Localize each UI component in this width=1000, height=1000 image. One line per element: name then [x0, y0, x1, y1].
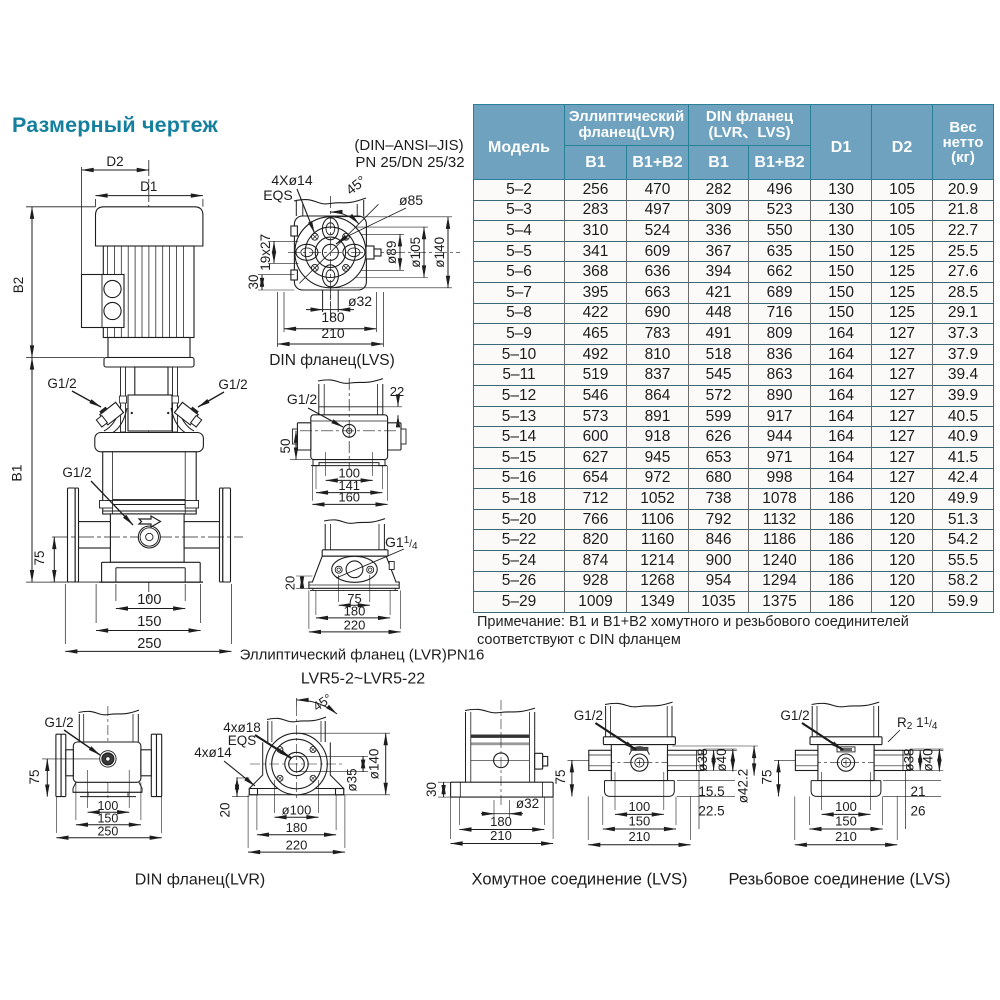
svg-text:50: 50 — [278, 438, 293, 453]
svg-text:100: 100 — [338, 466, 360, 481]
svg-text:DIN фланец(LVR): DIN фланец(LVR) — [135, 872, 266, 889]
svg-text:75: 75 — [760, 769, 775, 784]
svg-text:22: 22 — [390, 384, 404, 399]
svg-text:ø40: ø40 — [714, 748, 729, 771]
svg-text:B1: B1 — [9, 464, 25, 481]
svg-text:G1/2: G1/2 — [62, 465, 91, 480]
svg-text:ø140: ø140 — [367, 749, 382, 780]
svg-text:220: 220 — [286, 838, 308, 853]
svg-text:19x27: 19x27 — [258, 234, 273, 271]
svg-text:EQS: EQS — [228, 733, 257, 748]
svg-text:ø38: ø38 — [901, 748, 916, 771]
svg-text:180: 180 — [286, 820, 308, 835]
svg-text:100: 100 — [97, 799, 118, 813]
svg-text:45°: 45° — [343, 172, 370, 198]
svg-text:75: 75 — [27, 769, 42, 784]
svg-text:30: 30 — [246, 274, 261, 289]
svg-text:D2: D2 — [106, 154, 123, 169]
svg-text:141: 141 — [338, 478, 360, 493]
svg-text:ø40: ø40 — [921, 748, 936, 771]
svg-text:B2: B2 — [11, 277, 26, 294]
svg-text:210: 210 — [321, 325, 345, 341]
svg-text:Эллиптический фланец (LVR)PN16: Эллиптический фланец (LVR)PN16 — [240, 647, 485, 664]
svg-text:21: 21 — [910, 784, 925, 799]
svg-text:30: 30 — [424, 782, 439, 797]
svg-text:45°: 45° — [310, 691, 335, 715]
svg-text:G1/2: G1/2 — [47, 376, 76, 391]
svg-text:20: 20 — [283, 576, 298, 590]
svg-text:4xø14: 4xø14 — [194, 745, 232, 760]
svg-text:210: 210 — [835, 829, 857, 844]
svg-text:180: 180 — [490, 814, 512, 829]
svg-text:210: 210 — [629, 829, 651, 844]
svg-text:150: 150 — [97, 812, 118, 826]
svg-text:160: 160 — [338, 490, 360, 505]
svg-text:Резьбовое соединение (LVS): Резьбовое соединение (LVS) — [728, 871, 950, 889]
svg-text:Хомутное соединение (LVS): Хомутное соединение (LVS) — [472, 871, 688, 889]
svg-text:ø140: ø140 — [432, 237, 447, 268]
svg-text:100: 100 — [629, 799, 651, 814]
svg-text:75: 75 — [347, 591, 361, 606]
svg-text:ø100: ø100 — [282, 803, 312, 818]
svg-text:ø32: ø32 — [516, 796, 539, 811]
svg-text:180: 180 — [321, 309, 345, 325]
svg-text:15.5: 15.5 — [698, 784, 724, 799]
svg-text:100: 100 — [137, 592, 161, 608]
svg-text:210: 210 — [490, 828, 512, 843]
svg-text:150: 150 — [629, 814, 651, 829]
svg-text:PN 25/DN 25/32: PN 25/DN 25/32 — [355, 154, 464, 171]
svg-text:G1/2: G1/2 — [780, 708, 809, 723]
svg-text:G11/4: G11/4 — [385, 534, 418, 552]
svg-text:G1/2: G1/2 — [287, 391, 318, 407]
svg-text:180: 180 — [344, 604, 366, 619]
svg-text:ø42.2: ø42.2 — [735, 769, 750, 804]
svg-text:ø105: ø105 — [408, 237, 423, 268]
svg-text:(DIN–ANSI–JIS): (DIN–ANSI–JIS) — [354, 137, 463, 154]
svg-text:22.5: 22.5 — [698, 804, 724, 819]
svg-text:EQS: EQS — [263, 187, 293, 203]
svg-text:100: 100 — [835, 799, 857, 814]
svg-text:LVR5-2~LVR5-22: LVR5-2~LVR5-22 — [301, 671, 425, 688]
svg-text:4xø18: 4xø18 — [223, 720, 261, 735]
svg-text:75: 75 — [32, 550, 47, 565]
svg-text:250: 250 — [97, 825, 118, 839]
svg-text:250: 250 — [137, 636, 161, 652]
svg-text:ø85: ø85 — [399, 192, 423, 208]
svg-text:ø89: ø89 — [384, 241, 399, 264]
svg-text:R2 11/4: R2 11/4 — [897, 715, 938, 732]
svg-text:G1/2: G1/2 — [218, 377, 247, 392]
svg-text:G1/2: G1/2 — [44, 715, 73, 730]
svg-text:ø35: ø35 — [345, 768, 360, 791]
svg-text:220: 220 — [344, 617, 366, 632]
svg-text:150: 150 — [835, 814, 857, 829]
svg-text:4Xø14: 4Xø14 — [271, 172, 312, 188]
svg-text:DIN фланец(LVS): DIN фланец(LVS) — [269, 352, 395, 369]
svg-text:G1/2: G1/2 — [574, 708, 603, 723]
svg-text:20: 20 — [218, 802, 233, 817]
svg-text:ø32: ø32 — [348, 293, 372, 309]
svg-text:D1: D1 — [140, 179, 157, 194]
svg-text:75: 75 — [553, 769, 568, 784]
svg-text:150: 150 — [137, 614, 161, 630]
svg-text:ø38: ø38 — [695, 748, 710, 771]
svg-text:26: 26 — [910, 804, 925, 819]
